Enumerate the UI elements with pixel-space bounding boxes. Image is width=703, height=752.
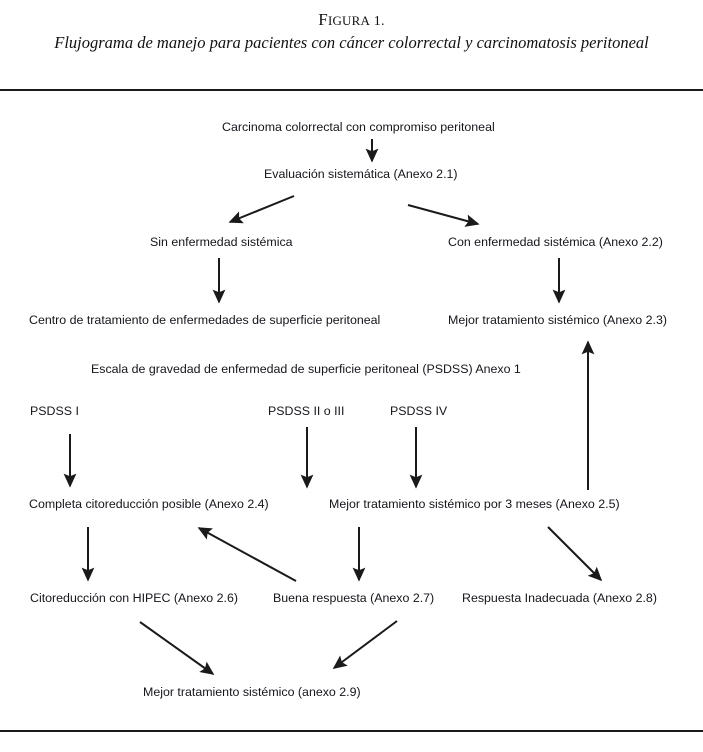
figure-label: FIGURA 1.: [318, 10, 385, 29]
node-mejor-tratamiento-sistemico-23: Mejor tratamiento sistémico (Anexo 2.3): [448, 313, 667, 327]
edge-n12-n15: [547, 526, 603, 582]
node-respuesta-inadecuada: Respuesta Inadecuada (Anexo 2.8): [462, 591, 657, 605]
bottom-divider-rule: [0, 730, 703, 732]
edge-n2-n4: [407, 204, 480, 227]
node-psdss-ii-o-iii: PSDSS II o III: [268, 404, 345, 418]
figure-title: Flujograma de manejo para pacientes con …: [54, 33, 649, 52]
node-citoreduccion-hipec: Citoreducción con HIPEC (Anexo 2.6): [30, 591, 238, 605]
node-buena-respuesta: Buena respuesta (Anexo 2.7): [273, 591, 435, 605]
node-mejor-tratamiento-sistemico-29: Mejor tratamiento sistémico (anexo 2.9): [143, 685, 361, 699]
top-divider-rule: [0, 89, 703, 91]
edge-n15-n16: [332, 620, 398, 669]
node-completa-citoreduccion: Completa citoreducción posible (Anexo 2.…: [29, 497, 269, 511]
node-escala-gravedad-psdss: Escala de gravedad de enfermedad de supe…: [91, 362, 521, 376]
node-psdss-i: PSDSS I: [30, 404, 79, 418]
node-carcinoma-colorrectal: Carcinoma colorrectal con compromiso per…: [222, 120, 495, 134]
figure-number: 1.: [370, 14, 385, 29]
edge-n13-n16: [139, 621, 215, 675]
node-con-enfermedad-sistemica: Con enfermedad sistémica (Anexo 2.2): [448, 235, 663, 249]
node-centro-tratamiento: Centro de tratamiento de enfermedades de…: [29, 313, 381, 327]
node-mejor-tratamiento-3-meses: Mejor tratamiento sistémico por 3 meses …: [329, 497, 620, 511]
node-evaluacion-sistematica: Evaluación sistemática (Anexo 2.1): [264, 167, 458, 181]
edge-n14-n11: [197, 527, 297, 582]
node-psdss-iv: PSDSS IV: [390, 404, 448, 418]
edge-n2-n3: [228, 195, 295, 224]
node-sin-enfermedad-sistemica: Sin enfermedad sistémica: [150, 235, 293, 249]
